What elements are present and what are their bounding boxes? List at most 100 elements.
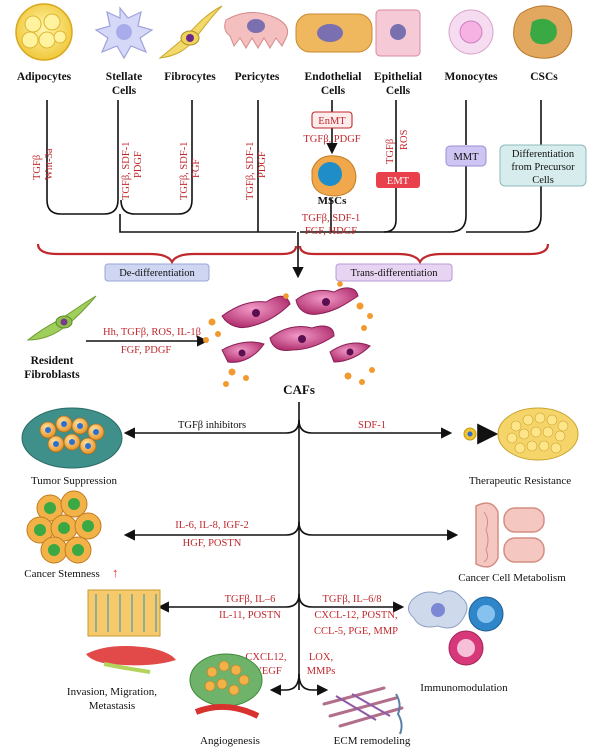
dedifferentiation-box	[104, 263, 210, 282]
adipocyte-icon	[15, 3, 73, 61]
transdifferentiation-box	[335, 263, 453, 282]
precursor-line3: Cells	[532, 175, 554, 186]
emt-box	[376, 172, 420, 188]
mmt-label: MMT	[453, 152, 479, 163]
angio-factors-line1: CXCL12,	[245, 652, 286, 663]
stellate-label-line1: Stellate	[106, 71, 142, 83]
precursor-line1: Differentiation	[512, 149, 575, 160]
immuno-factors-line3: CCL-5, PGE, MMP	[314, 626, 398, 637]
monocyte-icon	[448, 9, 494, 55]
cancer-stemness-label: Cancer Stemness	[24, 568, 99, 580]
epithelial-label-line1: Epithelial	[374, 71, 422, 83]
immuno-factors-line1: TGFβ, IL–6/8	[322, 594, 381, 605]
pericyte-icon	[224, 12, 289, 49]
resident-label-line1: Resident	[31, 355, 74, 367]
monocytes-label: Monocytes	[444, 71, 498, 83]
invasion-label-line2: Metastasis	[89, 700, 135, 712]
therapeutic-resistance-label: Therapeutic Resistance	[469, 475, 571, 487]
ecm-factors-line2: MMPs	[307, 666, 336, 677]
resident-factors-line2: FGF, PDGF	[121, 345, 172, 356]
connector-epithelial	[383, 100, 397, 233]
endothelial-factors: TGFβ, PDGF	[303, 134, 360, 145]
resident-factors-line1: Hh, TGFβ, ROS, IL-1β	[103, 327, 201, 338]
adipocytes-factor-1: TGFβ	[32, 155, 43, 180]
pericytes-factor-1: TGFβ, SDF-1	[245, 142, 256, 200]
ecm-factors-line1: LOX,	[309, 652, 333, 663]
transdifferentiation-brace	[298, 243, 550, 265]
connector-cscs-bottom	[466, 186, 542, 233]
epithelial-factor-1: TGFβ	[385, 139, 396, 164]
connector-monocytes-bottom	[300, 166, 467, 233]
dedifferentiation-label: De-differentiation	[119, 268, 195, 279]
fibrocytes-factor-2: FGF	[191, 159, 202, 178]
sdf1-label: SDF-1	[358, 420, 386, 431]
arrow-therapeutic-resistance	[298, 419, 453, 439]
stellate-factor-2: PDGF	[133, 151, 144, 178]
endothelial-label-line2: Cells	[321, 85, 346, 97]
cafs-label: CAFs	[283, 382, 315, 397]
pericytes-label: Pericytes	[235, 71, 280, 83]
csc-icon	[513, 5, 573, 59]
cscs-label: CSCs	[530, 71, 558, 83]
mscs-factors-line1: TGFβ, SDF-1	[302, 213, 360, 224]
adipocytes-factor-2: Wnt-3a	[44, 148, 55, 180]
resident-label-line2: Fibroblasts	[24, 369, 80, 381]
therapeutic-resistance-icon	[463, 407, 579, 461]
cafs-cluster-icon	[203, 281, 375, 387]
stemness-factors-line1: IL-6, IL-8, IGF-2	[175, 520, 248, 531]
angiogenesis-label: Angiogenesis	[200, 735, 260, 747]
transdifferentiation-label: Trans-differentiation	[351, 268, 439, 279]
precursor-differentiation-box	[499, 144, 587, 187]
tumor-suppression-label: Tumor Suppression	[31, 475, 118, 487]
arrow-immunomodulation	[298, 593, 405, 613]
stellate-cell-icon	[94, 6, 154, 60]
fibrocyte-icon	[158, 5, 223, 59]
enmt-label: EnMT	[318, 116, 346, 127]
dedifferentiation-brace	[36, 243, 298, 265]
epithelial-cell-icon	[375, 9, 421, 57]
endothelial-cell-icon	[295, 13, 373, 53]
angio-factors-line2: VEGF	[254, 666, 282, 677]
immunomodulation-label: Immunomodulation	[420, 682, 508, 694]
stellate-factor-1: TGFβ, SDF-1	[121, 142, 132, 200]
connector-left-merge	[119, 214, 296, 233]
fibrocytes-label: Fibrocytes	[164, 71, 216, 83]
immuno-factors-line2: CXCL-12, POSTN,	[314, 610, 397, 621]
cancer-cell-metabolism-label: Cancer Cell Metabolism	[458, 572, 566, 584]
endothelial-label-line1: Endothelial	[305, 71, 362, 83]
invasion-migration-icon	[86, 589, 176, 674]
metabolism-mitochondria-icon	[475, 502, 545, 568]
pericytes-factor-2: PDGF	[257, 151, 268, 178]
mscs-label: MSCs	[318, 195, 347, 207]
epithelial-factor-2: ROS	[399, 129, 410, 150]
mscs-factors-line2: FGF, HDGF	[305, 226, 357, 237]
stellate-label-line2: Cells	[112, 85, 137, 97]
precursor-line2: from Precursor	[511, 162, 575, 173]
ecm-fibers-icon	[322, 686, 404, 735]
tumor-suppression-icon	[21, 407, 123, 469]
stemness-factors-line2: HGF, POSTN	[183, 538, 242, 549]
tgfb-inhibitors-label: TGFβ inhibitors	[178, 420, 246, 431]
enmt-box	[311, 111, 353, 129]
invasion-label-line1: Invasion, Migration,	[67, 686, 157, 698]
stemness-increase-arrow: ↑	[112, 565, 119, 580]
ecm-remodeling-label: ECM remodeling	[334, 735, 411, 747]
mmt-box	[445, 145, 487, 167]
arrow-cancer-metabolism	[298, 521, 459, 541]
emt-label: EMT	[387, 176, 410, 187]
resident-fibroblast-icon	[26, 295, 97, 341]
angiogenesis-icon	[189, 653, 263, 719]
fibrocytes-factor-1: TGFβ, SDF-1	[179, 142, 190, 200]
connector-fibrocytes	[120, 100, 193, 215]
arrow-ecm-remodeling	[298, 673, 329, 696]
msc-icon	[311, 155, 357, 197]
immune-cells-icon	[408, 590, 504, 666]
epithelial-label-line2: Cells	[386, 85, 411, 97]
invasion-factors-line1: TGFβ, IL–6	[225, 594, 276, 605]
connector-adipo-stellate	[46, 100, 119, 215]
cancer-stemness-icon	[26, 490, 102, 564]
adipocytes-label: Adipocytes	[17, 71, 72, 83]
invasion-factors-line2: IL-11, POSTN	[219, 610, 281, 621]
